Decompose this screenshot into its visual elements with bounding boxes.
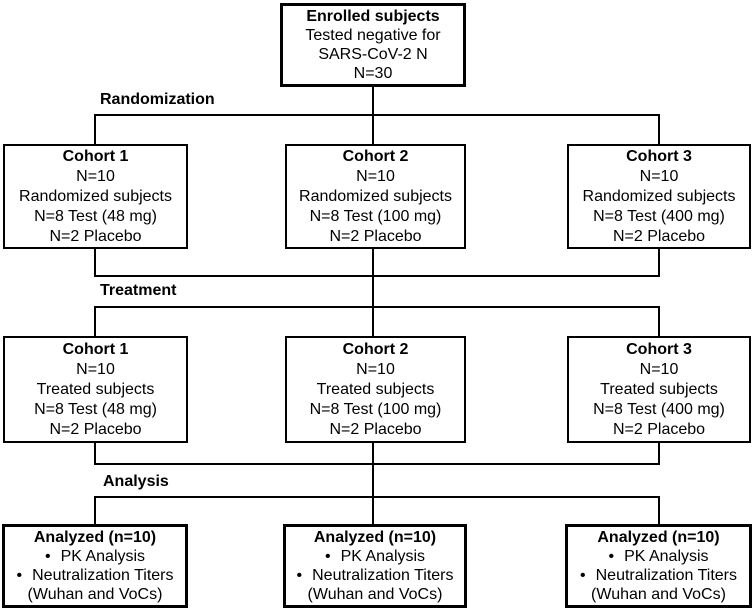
box-line: N=10 <box>356 360 395 378</box>
analysis-stage-label: Analysis <box>103 473 169 490</box>
treatment-cohort2-box: Cohort 2 N=10 Treated subjects N=8 Test … <box>285 336 466 443</box>
box-bullet-line: Neutralization Titers <box>17 566 174 585</box>
analysis-distribute-bus-line <box>94 496 660 498</box>
box-title: Cohort 1 <box>62 340 129 358</box>
box-line: N=2 Placebo <box>49 227 142 245</box>
box-line: N=8 Test (100 mg) <box>309 400 442 418</box>
bullet-text: PK Analysis <box>340 548 426 565</box>
bullet-text: Neutralization Titers <box>312 567 454 584</box>
analysis-cohort3-box: Analyzed (n=10) PK Analysis Neutralizati… <box>565 524 752 608</box>
connector-right-rand <box>658 114 660 145</box>
box-line: Treated subjects <box>316 380 435 398</box>
box-title: Cohort 1 <box>62 147 129 165</box>
box-line: N=10 <box>76 167 115 185</box>
box-line: N=2 Placebo <box>49 420 142 438</box>
box-line: (Wuhan and VoCs) <box>307 586 443 603</box>
box-line: Randomized subjects <box>19 187 172 205</box>
bullet-icon <box>325 548 331 565</box>
box-line: N=2 Placebo <box>612 227 706 245</box>
bullet-icon <box>45 548 51 565</box>
bullet-text: Neutralization Titers <box>32 567 174 584</box>
enrollment-line: Tested negative for <box>305 27 441 44</box>
box-bullet-line: Neutralization Titers <box>297 566 454 585</box>
randomization-bus-line <box>94 114 660 116</box>
box-title: Cohort 3 <box>626 147 692 165</box>
box-line: N=10 <box>639 360 679 378</box>
box-line: N=8 Test (400 mg) <box>593 207 725 225</box>
bullet-text: PK Analysis <box>60 548 146 565</box>
randomization-cohort1-box: Cohort 1 N=10 Randomized subjects N=8 Te… <box>3 144 188 249</box>
box-title: Analyzed (n=10) <box>597 529 720 546</box>
box-bullet-line: PK Analysis <box>45 547 145 566</box>
box-line: N=8 Test (48 mg) <box>34 400 157 418</box>
box-title: Cohort 2 <box>342 147 409 165</box>
box-bullet-line: PK Analysis <box>608 547 708 566</box>
bullet-icon <box>608 548 614 565</box>
connector-center-middle <box>372 249 374 336</box>
bullet-text: PK Analysis <box>624 548 709 565</box>
bullet-icon <box>297 567 303 584</box>
box-line: N=10 <box>76 360 115 378</box>
treatment-cohort3-box: Cohort 3 N=10 Treated subjects N=8 Test … <box>567 336 751 443</box>
box-line: Randomized subjects <box>299 187 452 205</box>
analysis-cohort2-box: Analyzed (n=10) PK Analysis Neutralizati… <box>283 524 467 608</box>
box-line: N=2 Placebo <box>612 420 706 438</box>
connector-center-top <box>372 86 374 145</box>
box-title: Analyzed (n=10) <box>313 529 437 546</box>
connector-right-treat-in <box>658 249 660 277</box>
connector-center-bottom <box>372 443 374 524</box>
box-line: N=8 Test (100 mg) <box>309 207 442 225</box>
bullet-icon <box>17 567 23 584</box>
box-line: N=2 Placebo <box>329 420 422 438</box>
connector-left-rand <box>94 114 96 145</box>
box-line: N=10 <box>639 167 679 185</box>
bullet-icon <box>580 567 586 584</box>
box-line: N=8 Test (400 mg) <box>593 400 725 418</box>
randomization-stage-label: Randomization <box>100 91 215 108</box>
connector-right-treat-out <box>658 306 660 336</box>
treatment-collect-bus-line <box>94 275 660 277</box>
box-line: Treated subjects <box>600 380 718 398</box>
box-bullet-line: PK Analysis <box>325 547 425 566</box>
randomization-cohort2-box: Cohort 2 N=10 Randomized subjects N=8 Te… <box>285 144 466 249</box>
randomization-cohort3-box: Cohort 3 N=10 Randomized subjects N=8 Te… <box>567 144 751 249</box>
connector-left-treat-in <box>94 249 96 277</box>
box-line: N=2 Placebo <box>329 227 422 245</box>
enrollment-box: Enrolled subjects Tested negative for SA… <box>280 3 466 87</box>
connector-left-treat-out <box>94 306 96 336</box>
enrollment-line: SARS-CoV-2 N <box>318 46 428 63</box>
box-line: (Wuhan and VoCs) <box>591 586 726 603</box>
box-title: Analyzed (n=10) <box>33 529 157 546</box>
analysis-cohort1-box: Analyzed (n=10) PK Analysis Neutralizati… <box>2 524 188 608</box>
enrollment-title: Enrolled subjects <box>306 8 440 25</box>
connector-right-analysis-in <box>658 443 660 465</box>
enrollment-line: N=30 <box>353 65 393 82</box>
box-line: (Wuhan and VoCs) <box>27 586 163 603</box>
box-title: Cohort 3 <box>626 340 692 358</box>
box-line: N=8 Test (48 mg) <box>34 207 157 225</box>
box-title: Cohort 2 <box>342 340 409 358</box>
bullet-text: Neutralization Titers <box>595 567 737 584</box>
box-line: N=10 <box>356 167 395 185</box>
connector-right-analysis-out <box>658 496 660 524</box>
connector-left-analysis-out <box>94 496 96 524</box>
treatment-cohort1-box: Cohort 1 N=10 Treated subjects N=8 Test … <box>3 336 188 443</box>
treatment-distribute-bus-line <box>94 306 660 308</box>
box-bullet-line: Neutralization Titers <box>580 566 737 585</box>
box-line: Randomized subjects <box>582 187 736 205</box>
connector-left-analysis-in <box>94 443 96 465</box>
analysis-collect-bus-line <box>94 463 660 465</box>
treatment-stage-label: Treatment <box>100 282 177 299</box>
box-line: Treated subjects <box>36 380 155 398</box>
